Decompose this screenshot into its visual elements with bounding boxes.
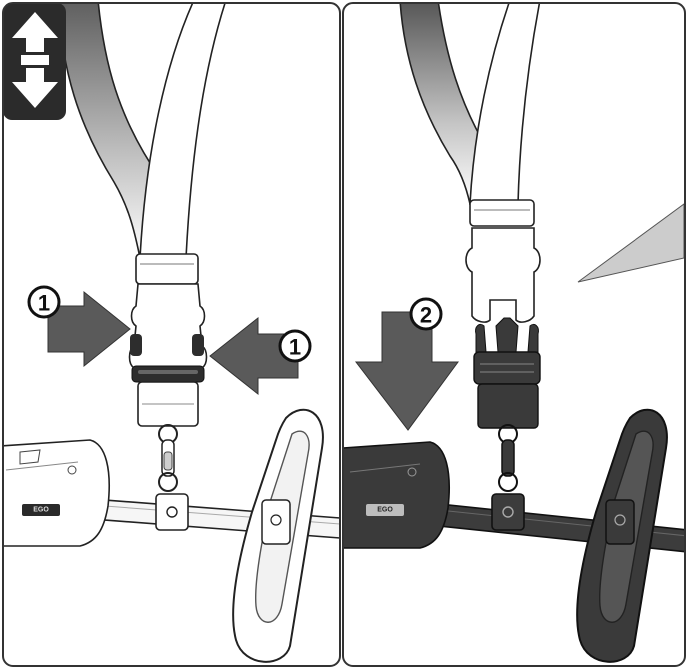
panel-frame-right xyxy=(342,2,686,667)
press-arrow-icon xyxy=(47,290,299,396)
motor-housing: EGO xyxy=(3,439,110,547)
step-badge: 1 xyxy=(27,285,61,319)
panel-left: EGO 1 1 xyxy=(3,3,340,663)
shoulder-strap xyxy=(57,3,228,259)
panel-frame-left xyxy=(2,2,341,667)
step-label: 2 xyxy=(420,303,432,328)
strap-slider xyxy=(135,253,199,285)
buckle-female xyxy=(128,283,208,383)
housing-badge-text: EGO xyxy=(377,507,393,514)
adjust-length-icon xyxy=(3,3,66,120)
loop-handle xyxy=(232,408,324,663)
loop-handle xyxy=(576,408,668,663)
panel-right: EGO 2 xyxy=(343,3,685,663)
buckle-female xyxy=(465,199,541,323)
housing-badge-text: EGO xyxy=(33,507,49,514)
step-label: 1 xyxy=(38,291,50,316)
step-badge: 1 xyxy=(278,329,312,363)
motor-housing: EGO xyxy=(343,441,450,549)
step-label: 1 xyxy=(289,335,301,360)
housing-badge xyxy=(366,504,404,516)
buckle-male xyxy=(473,317,541,444)
callout-pointer-icon xyxy=(577,203,685,283)
down-arrow-icon xyxy=(354,311,459,431)
snap-hook xyxy=(158,439,178,492)
shoulder-strap xyxy=(399,3,541,205)
step-badge: 2 xyxy=(409,297,443,331)
snap-hook xyxy=(498,439,518,492)
housing-badge xyxy=(22,504,60,516)
